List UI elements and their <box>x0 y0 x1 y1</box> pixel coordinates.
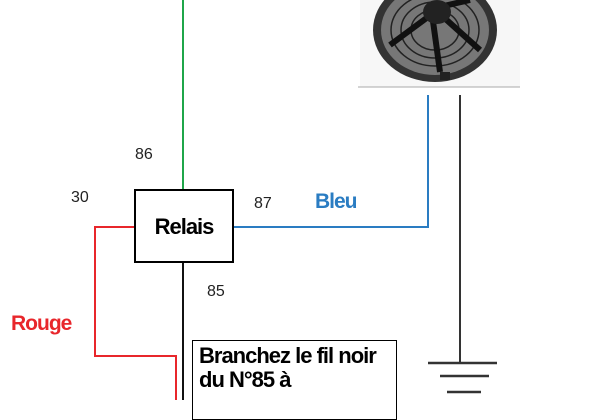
blue-wire-label: Bleu <box>315 190 358 213</box>
red-wire-label: Rouge <box>11 312 72 335</box>
blue-wire <box>233 95 429 228</box>
red-wire <box>94 226 177 400</box>
terminal-85-label: 85 <box>207 283 225 300</box>
ground-icon <box>428 361 497 394</box>
wiring-diagram <box>94 0 520 400</box>
relay-box <box>134 189 234 263</box>
fan-icon <box>358 0 520 88</box>
relay-label: Relais <box>154 214 215 239</box>
terminal-30-label: 30 <box>71 189 89 206</box>
terminal-86-label: 86 <box>135 146 153 163</box>
instruction-note: Branchez le fil noir du N°85 à <box>192 340 397 420</box>
terminal-87-label: 87 <box>254 195 272 212</box>
